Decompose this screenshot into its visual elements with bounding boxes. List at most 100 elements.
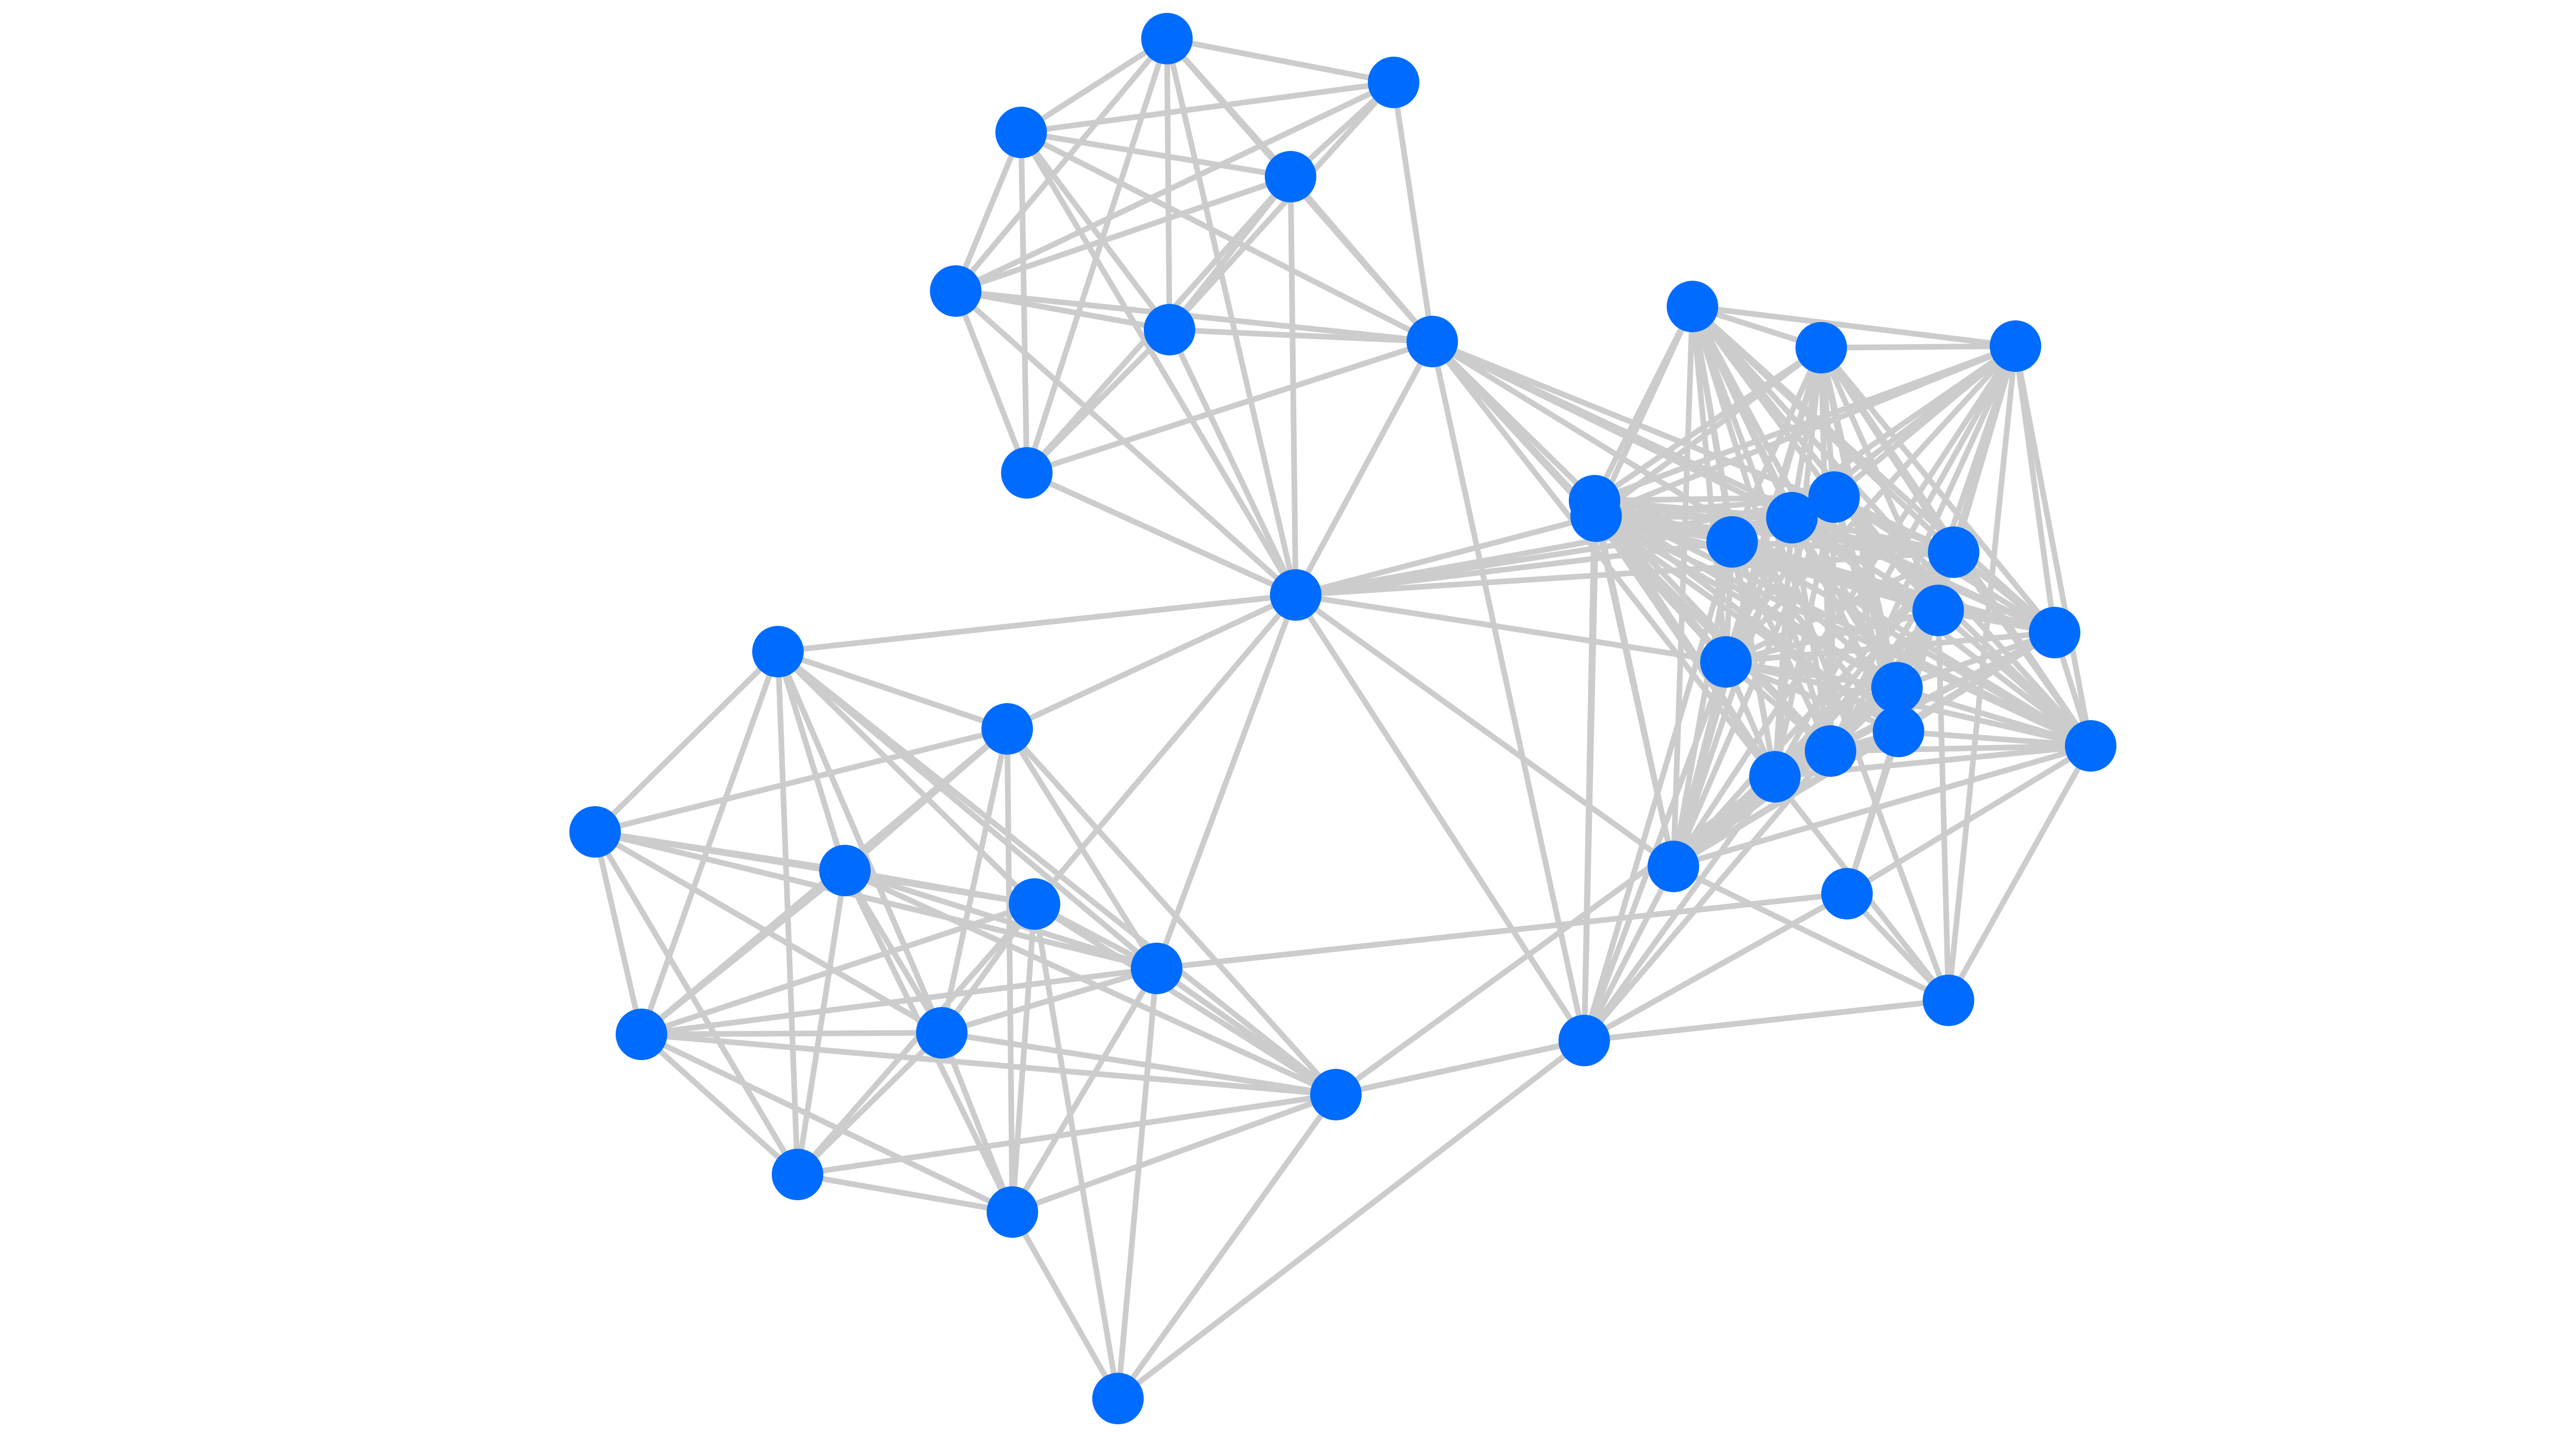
graph-node [930, 265, 981, 317]
graph-edge [1154, 592, 1299, 971]
graph-node [1821, 868, 1873, 919]
graph-node [1795, 322, 1847, 373]
graph-edge [1009, 1092, 1339, 1215]
graph-edge [939, 726, 1010, 1036]
graph-node [1092, 1373, 1144, 1424]
graph-edge [1429, 338, 2058, 636]
graph-edge [1689, 303, 1952, 1003]
graph-node [1808, 471, 1860, 523]
graph-edge [1581, 891, 1850, 1044]
graph-edge [1018, 129, 1299, 598]
graph-edge [592, 829, 945, 1036]
graph-node [1749, 751, 1801, 803]
graph-edge [1581, 863, 1676, 1044]
graph-node [1368, 57, 1419, 108]
graph-edge [1670, 515, 1795, 870]
graph-edge [1115, 1092, 1339, 1402]
graph-edge [1293, 513, 1599, 598]
graph-edge [953, 288, 1435, 345]
graph-edge [1154, 965, 1339, 1098]
graph-edge [1772, 494, 1837, 780]
graph-node [616, 1009, 667, 1060]
graph-edge [939, 1030, 1339, 1098]
graph-edge [1593, 513, 1676, 870]
graph-edge [2012, 343, 2094, 749]
graph-edge [775, 649, 848, 874]
graph-edge [638, 867, 848, 1037]
edge-layer [592, 36, 2094, 1402]
node-layer [569, 13, 2116, 1424]
graph-node [2029, 607, 2080, 658]
graph-node [1648, 841, 1699, 892]
graph-node [1141, 13, 1193, 64]
graph-edge [1009, 1209, 1121, 1402]
graph-edge [953, 129, 1024, 294]
graph-node [1667, 281, 1718, 332]
graph-node [1766, 492, 1818, 543]
graph-node [1310, 1069, 1362, 1120]
graph-edge [1004, 726, 1015, 1215]
graph-edge [1031, 901, 1121, 1402]
graph-edge [638, 1031, 801, 1178]
graph-edge [1031, 901, 1339, 1098]
graph-edge [1024, 338, 1435, 476]
graph-edge [592, 726, 1010, 835]
graph-edge [1894, 685, 2094, 749]
graph-edge [1004, 726, 1339, 1098]
graph-edge [1895, 728, 2094, 749]
graph-edge [842, 867, 1339, 1098]
graph-edge [1031, 592, 1299, 907]
graph-edge [1293, 592, 1587, 1044]
graph-node [1706, 516, 1758, 568]
graph-edge [1844, 743, 2094, 897]
graph-node [1270, 569, 1321, 621]
graph-edge [953, 79, 1397, 294]
graph-edge [1009, 965, 1160, 1215]
graph-edge [1024, 327, 1173, 476]
graph-edge [1004, 726, 1160, 971]
graph-edge [1154, 891, 1850, 971]
graph-edge [953, 36, 1170, 294]
graph-node [1873, 706, 1924, 757]
graph-edge [1723, 659, 1902, 735]
graph-edge [1009, 901, 1038, 1215]
graph-node [981, 703, 1033, 755]
graph-edge [775, 649, 1339, 1098]
graph-edge [1287, 174, 1435, 345]
graph-edge [794, 1092, 1339, 1178]
graph-node [819, 845, 871, 896]
graph-edge [1723, 607, 1941, 665]
graph-edge [1593, 513, 1900, 691]
graph-edge [592, 829, 801, 1178]
graph-edge [1333, 1037, 1587, 1098]
graph-node [1131, 943, 1182, 994]
graph-edge [1115, 965, 1160, 1402]
graph-node [1700, 636, 1752, 688]
graph-edge [1935, 607, 2094, 749]
graph-node [1928, 526, 1979, 578]
graph-node [1265, 151, 1316, 202]
graph-edge [1293, 338, 1435, 598]
graph-node [1001, 447, 1053, 499]
graph-node [752, 626, 804, 677]
graph-edge [1024, 470, 1299, 598]
graph-edge [1729, 539, 1900, 691]
graph-edge [1018, 129, 1294, 180]
graph-node [1558, 1015, 1610, 1066]
graph-edge [1723, 629, 2058, 665]
graph-node [1990, 320, 2041, 372]
graph-edge [1164, 36, 1299, 598]
graph-edge [1827, 743, 2094, 754]
graph-edge [775, 592, 1299, 655]
graph-edge [1018, 36, 1170, 135]
graph-node [1923, 975, 1974, 1026]
graph-node [772, 1149, 823, 1200]
graph-edge [1581, 997, 1952, 1044]
graph-edge [1945, 343, 2019, 1003]
graph-edge [1593, 513, 1778, 780]
graph-edge [1018, 129, 1435, 345]
graph-edge [1293, 592, 1676, 870]
graph-edge [1293, 592, 1729, 665]
graph-edge [1935, 607, 1952, 1003]
